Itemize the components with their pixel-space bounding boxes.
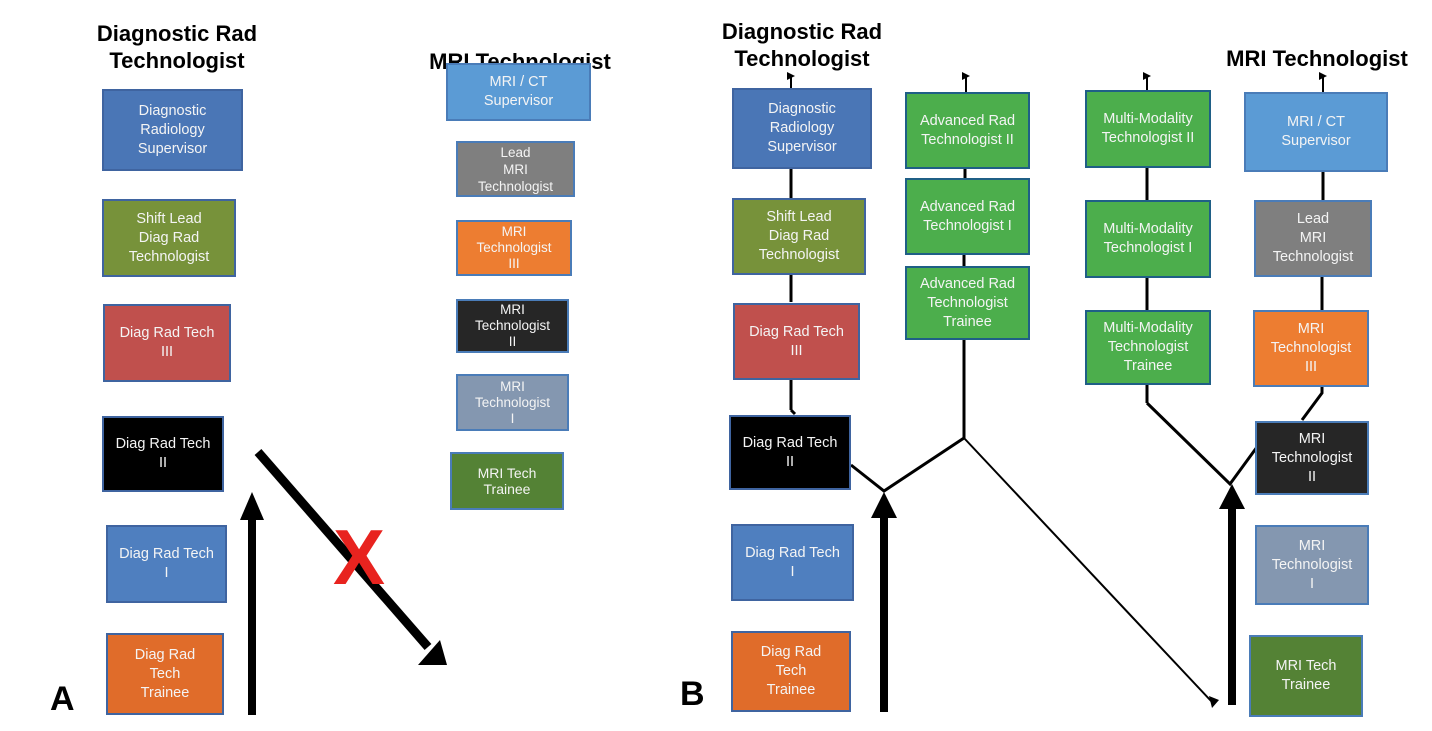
panel-b-mri-tech-1[interactable]: MRI Technologist I bbox=[1255, 525, 1369, 605]
panel-b-diag-tech-1[interactable]: Diag Rad Tech I bbox=[731, 524, 854, 601]
panel-b-multimodality-1[interactable]: Multi-Modality Technologist I bbox=[1085, 200, 1211, 278]
panel-a-promotion-arrow bbox=[240, 492, 264, 715]
panel-a-mri-tech-3[interactable]: MRI Technologist III bbox=[456, 220, 572, 276]
panel-b-diag-shift-lead[interactable]: Shift Lead Diag Rad Technologist bbox=[732, 198, 866, 275]
panel-b-mri-trainee[interactable]: MRI Tech Trainee bbox=[1249, 635, 1363, 717]
panel-a-blocked-transfer-arrow bbox=[254, 449, 447, 665]
panel-b-mri-ladder-lines bbox=[1300, 72, 1327, 421]
panel-b-diag-tech-3[interactable]: Diag Rad Tech III bbox=[733, 303, 860, 380]
blocked-x-marker: X bbox=[333, 513, 386, 601]
panel-a-mri-tech-1[interactable]: MRI Technologist I bbox=[456, 374, 569, 431]
panel-b-mri-lead[interactable]: Lead MRI Technologist bbox=[1254, 200, 1372, 277]
panel-b-diag-promotion-arrow bbox=[871, 492, 897, 712]
panel-a-diag-tech-1[interactable]: Diag Rad Tech I bbox=[106, 525, 227, 603]
panel-b-diag-ladder-lines bbox=[787, 72, 797, 416]
panel-a-diag-title: Diagnostic Rad Technologist bbox=[96, 21, 258, 73]
panel-b-mri-title: MRI Technologist bbox=[1226, 46, 1408, 71]
panel-b-advanced-ladder-lines bbox=[850, 72, 1219, 708]
panel-b-diag-tech-2[interactable]: Diag Rad Tech II bbox=[729, 415, 851, 490]
panel-b-advanced-rad-trainee[interactable]: Advanced Rad Technologist Trainee bbox=[905, 266, 1030, 340]
panel-a-diag-supervisor[interactable]: Diagnostic Radiology Supervisor bbox=[102, 89, 243, 171]
panel-a-mri-lead[interactable]: Lead MRI Technologist bbox=[456, 141, 575, 197]
panel-b-mri-supervisor[interactable]: MRI / CT Supervisor bbox=[1244, 92, 1388, 172]
panel-b-mri-tech-2[interactable]: MRI Technologist II bbox=[1255, 421, 1369, 495]
panel-b-label: B bbox=[680, 675, 705, 713]
panel-b-advanced-rad-2[interactable]: Advanced Rad Technologist II bbox=[905, 92, 1030, 169]
panel-a-diag-tech-2[interactable]: Diag Rad Tech II bbox=[102, 416, 224, 492]
panel-b-diag-supervisor[interactable]: Diagnostic Radiology Supervisor bbox=[732, 88, 872, 169]
panel-b-diag-trainee[interactable]: Diag Rad Tech Trainee bbox=[731, 631, 851, 712]
panel-b-multimodality-ladder-lines bbox=[1143, 72, 1259, 487]
panel-a-diag-shift-lead[interactable]: Shift Lead Diag Rad Technologist bbox=[102, 199, 236, 277]
panel-a-diag-trainee[interactable]: Diag Rad Tech Trainee bbox=[106, 633, 224, 715]
panel-b-multimodality-trainee[interactable]: Multi-Modality Technologist Trainee bbox=[1085, 310, 1211, 385]
panel-b-advanced-rad-1[interactable]: Advanced Rad Technologist I bbox=[905, 178, 1030, 255]
panel-a-mri-supervisor[interactable]: MRI / CT Supervisor bbox=[446, 63, 591, 121]
panel-a-mri-tech-2[interactable]: MRI Technologist II bbox=[456, 299, 569, 353]
panel-a-label: A bbox=[50, 680, 75, 718]
panel-b-mri-promotion-arrow bbox=[1219, 484, 1245, 705]
panel-b-multimodality-2[interactable]: Multi-Modality Technologist II bbox=[1085, 90, 1211, 168]
panel-b-mri-tech-3[interactable]: MRI Technologist III bbox=[1253, 310, 1369, 387]
panel-b-diag-title: Diagnostic Rad Technologist bbox=[721, 19, 883, 71]
panel-a-diag-tech-3[interactable]: Diag Rad Tech III bbox=[103, 304, 231, 382]
panel-a-mri-trainee[interactable]: MRI Tech Trainee bbox=[450, 452, 564, 510]
